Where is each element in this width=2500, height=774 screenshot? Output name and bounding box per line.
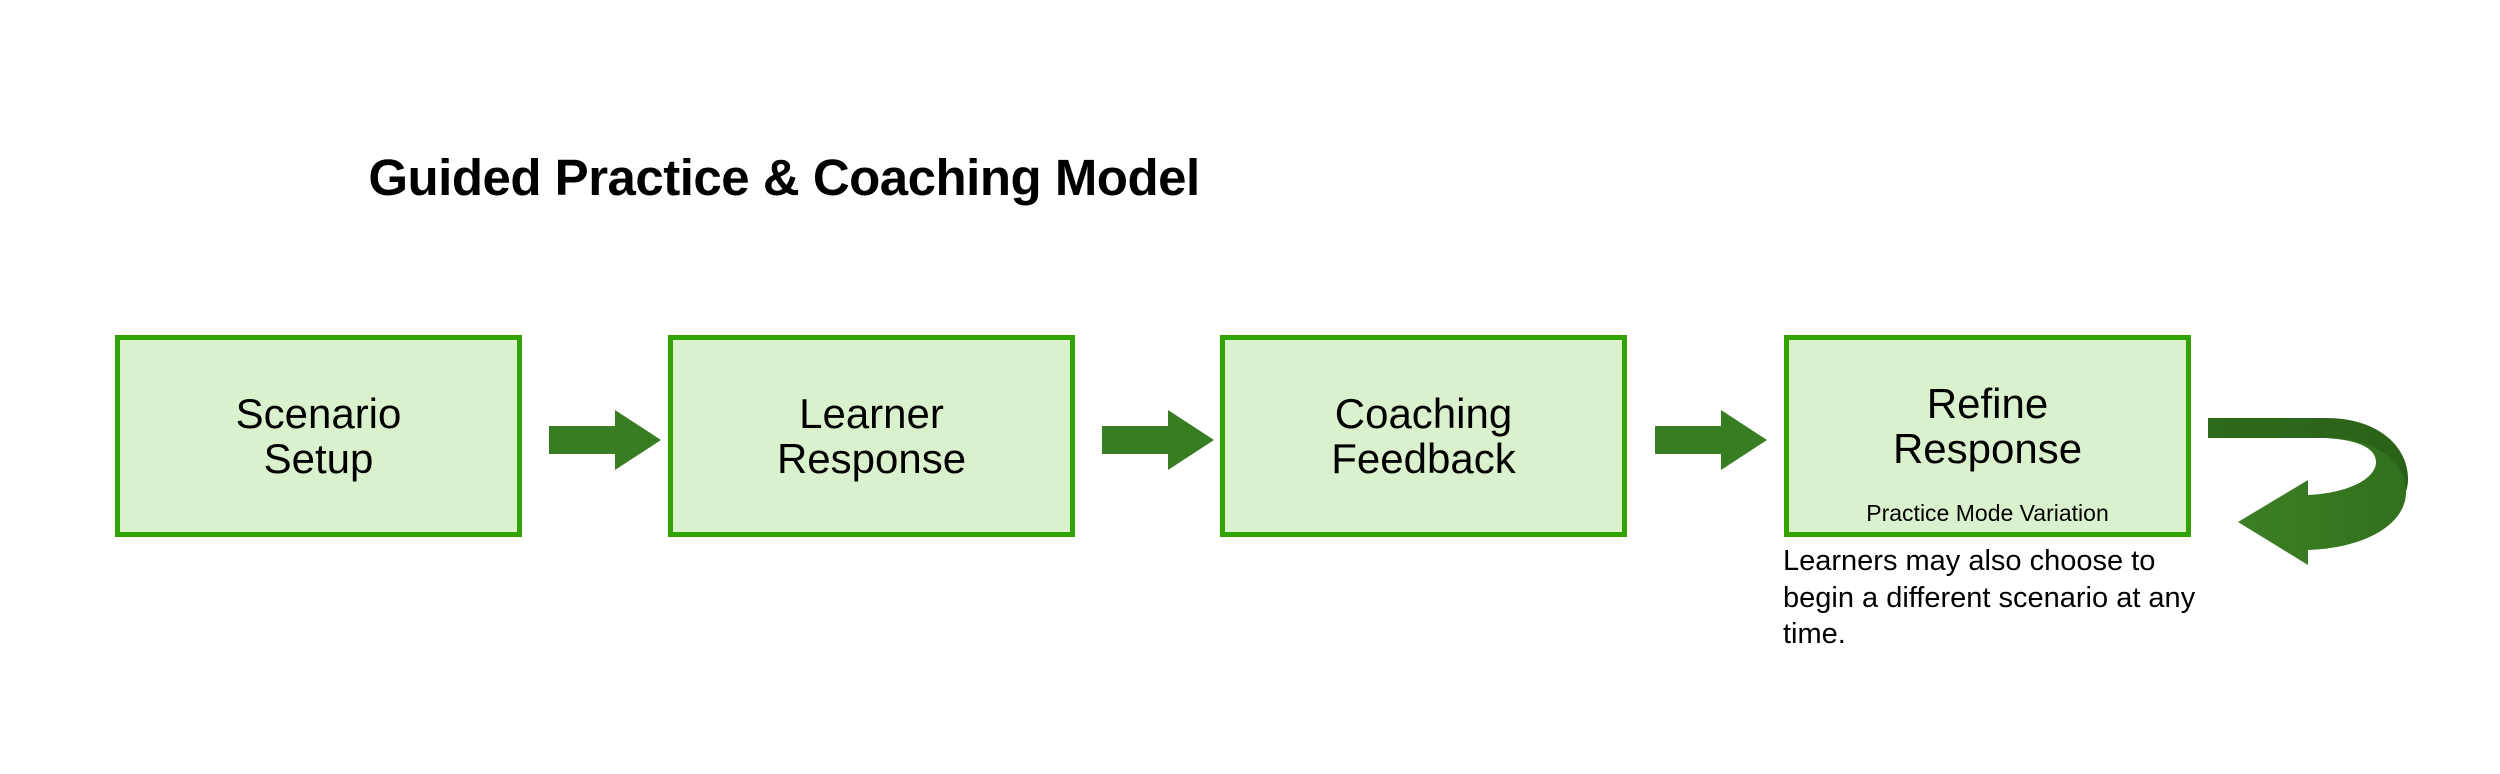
page-title: Guided Practice & Coaching Model	[368, 149, 1200, 206]
process-node-refine-response[interactable]: Refine Response Practice Mode Variation	[1784, 335, 2191, 537]
arrow-right-icon	[1655, 408, 1767, 472]
node-label: Scenario Setup	[235, 389, 402, 482]
process-node-coaching-feedback[interactable]: Coaching Feedback	[1220, 335, 1627, 537]
node-sublabel-practice-mode-variation: Practice Mode Variation	[1866, 499, 2109, 526]
node-label: Coaching Feedback	[1331, 389, 1516, 482]
node-label: Learner Response	[776, 389, 967, 482]
side-note-text: Learners may also choose to begin a diff…	[1783, 545, 2196, 651]
node-label: Refine Response	[1892, 379, 2083, 472]
process-node-scenario-setup[interactable]: Scenario Setup	[115, 335, 522, 537]
loop-back-arrow-icon	[2190, 400, 2430, 565]
arrow-right-icon	[549, 408, 661, 472]
process-node-learner-response[interactable]: Learner Response	[668, 335, 1075, 537]
arrow-right-icon	[1102, 408, 1214, 472]
